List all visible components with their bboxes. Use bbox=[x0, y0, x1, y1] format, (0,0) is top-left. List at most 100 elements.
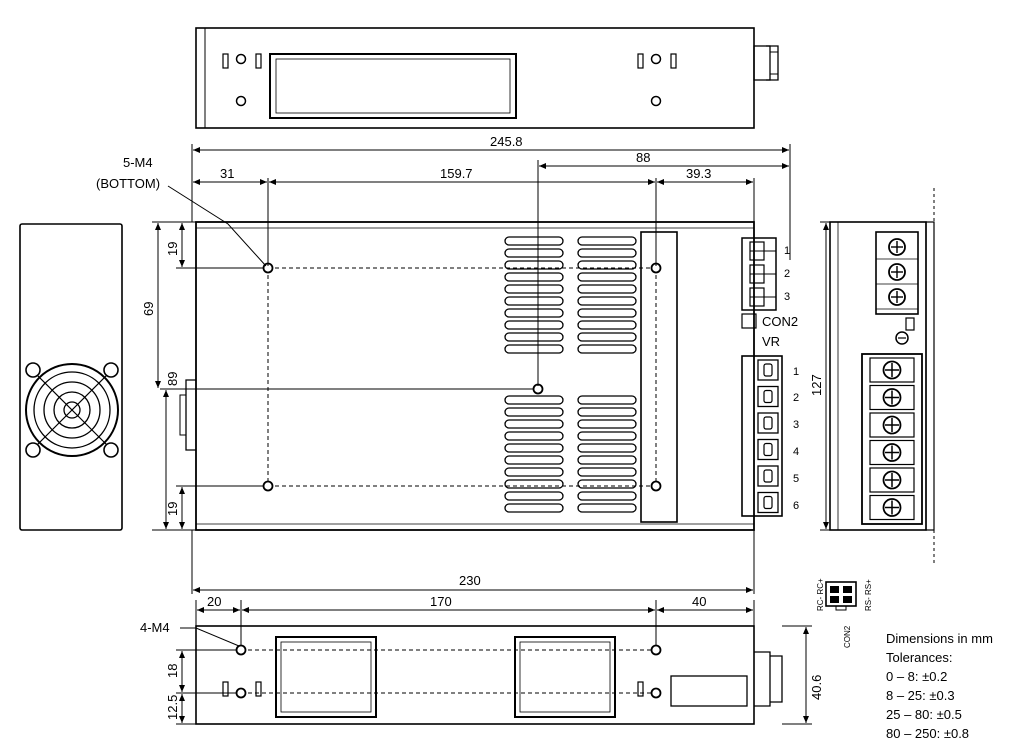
vent-slot bbox=[577, 419, 637, 429]
dim-height: 40.6 bbox=[809, 675, 824, 700]
vent-slot bbox=[577, 479, 637, 489]
dim-bottom-left: 20 bbox=[207, 594, 221, 609]
output-pin-5: 5 bbox=[793, 473, 799, 485]
con2-screw bbox=[888, 263, 906, 281]
vent-slot bbox=[504, 260, 564, 270]
vent-slot bbox=[577, 503, 637, 513]
vent-slot bbox=[504, 467, 564, 477]
vent-slot bbox=[577, 308, 637, 318]
dim-hole-spacing: 159.7 bbox=[440, 166, 473, 181]
vent-slot bbox=[577, 296, 637, 306]
con2-screw bbox=[888, 288, 906, 306]
con2-detail: RC- RC+ RS- RS+ CON2 bbox=[816, 578, 873, 648]
con2-label: CON2 bbox=[762, 314, 798, 329]
vent-slot bbox=[577, 491, 637, 501]
dim-hole-vertical-spacing: 69 bbox=[141, 302, 156, 316]
vent-slot bbox=[504, 395, 564, 405]
vent-slot bbox=[504, 503, 564, 513]
vr-label: VR bbox=[762, 334, 780, 349]
output-cell bbox=[869, 467, 915, 493]
output-screw bbox=[882, 443, 902, 462]
top-view bbox=[195, 27, 779, 129]
dimension-lines bbox=[152, 144, 830, 725]
tolerance-row: 25 – 80: ±0.5 bbox=[886, 707, 962, 722]
vent-slot bbox=[504, 308, 564, 318]
callout-m4-bottom-note: (BOTTOM) bbox=[96, 176, 160, 191]
fan-side-view bbox=[19, 223, 123, 531]
dim-overall-length: 245.8 bbox=[490, 134, 523, 149]
output-terminal-block bbox=[741, 355, 783, 517]
dim-bottom-spacing: 170 bbox=[430, 594, 452, 609]
vent-slot bbox=[504, 443, 564, 453]
con2-pin-labels: 1 2 3 bbox=[784, 245, 790, 303]
dim-bottom-row-b: 12.5 bbox=[165, 695, 180, 720]
terminal-screws-end-view bbox=[869, 238, 918, 521]
output-terminal-screw bbox=[763, 389, 773, 404]
tolerance-row: 8 – 25: ±0.3 bbox=[886, 688, 955, 703]
output-terminal bbox=[757, 385, 779, 408]
tolerance-row: 80 – 250: ±0.8 bbox=[886, 726, 970, 741]
output-terminal bbox=[757, 359, 779, 381]
vent-slot bbox=[577, 431, 637, 441]
output-pin-labels: 1 2 3 4 5 6 bbox=[793, 366, 799, 512]
tolerance-row: 0 – 8: ±0.2 bbox=[886, 669, 948, 684]
output-screw bbox=[882, 388, 902, 407]
vent-slot bbox=[577, 320, 637, 330]
vr-trimmer bbox=[741, 313, 757, 329]
output-pin-2: 2 bbox=[793, 392, 799, 404]
output-terminal bbox=[757, 465, 779, 487]
output-terminal bbox=[757, 412, 779, 434]
main-plan-view bbox=[179, 221, 755, 531]
output-screw bbox=[882, 415, 902, 435]
vent-slot bbox=[577, 284, 637, 294]
vent-slot bbox=[504, 296, 564, 306]
notes-tolerances-label: Tolerances: bbox=[886, 650, 953, 665]
vent-slot bbox=[577, 272, 637, 282]
output-terminal-screw bbox=[763, 469, 773, 483]
con2-screw bbox=[888, 238, 906, 256]
vent-slot bbox=[577, 332, 637, 342]
dim-center-hole-height: 89 bbox=[165, 372, 180, 386]
output-pin-3: 3 bbox=[793, 419, 799, 431]
con2-pin-1: 1 bbox=[784, 245, 790, 257]
output-terminal bbox=[757, 491, 779, 514]
output-pin-6: 6 bbox=[793, 500, 799, 512]
output-terminal-screw bbox=[763, 495, 773, 510]
output-cell bbox=[869, 494, 915, 521]
vent-slot bbox=[504, 284, 564, 294]
bottom-view bbox=[195, 625, 783, 725]
output-terminal-screw bbox=[763, 442, 773, 457]
output-terminal-screw bbox=[763, 363, 773, 377]
output-screw bbox=[882, 470, 902, 490]
vent-slot bbox=[504, 479, 564, 489]
output-cell bbox=[869, 357, 915, 383]
terminal-blocks-plan bbox=[741, 237, 783, 517]
output-terminal bbox=[757, 438, 779, 461]
vent-slot bbox=[504, 272, 564, 282]
output-pin-4: 4 bbox=[793, 446, 799, 458]
dim-body-length: 230 bbox=[459, 573, 481, 588]
con2-detail-caption: CON2 bbox=[843, 625, 852, 648]
dimension-labels: 245.8 88 31 159.7 39.3 230 19 69 89 19 1… bbox=[96, 134, 824, 720]
dim-top-hole-offset: 19 bbox=[165, 242, 180, 256]
vent-slot bbox=[577, 236, 637, 246]
dim-center-hole-offset: 88 bbox=[636, 150, 650, 165]
dim-bottom-right: 40 bbox=[692, 594, 706, 609]
con2-pin-2: 2 bbox=[784, 268, 790, 280]
callout-m4-bottom-count: 5-M4 bbox=[123, 155, 153, 170]
dim-bottom-row-a: 18 bbox=[165, 664, 180, 678]
output-cell bbox=[869, 439, 915, 466]
vent-slot bbox=[504, 419, 564, 429]
vent-slot bbox=[504, 236, 564, 246]
vent-slot bbox=[504, 344, 564, 354]
vent-slot bbox=[577, 407, 637, 417]
vent-slot bbox=[577, 467, 637, 477]
vent-slot bbox=[577, 248, 637, 258]
dim-width: 127 bbox=[809, 374, 824, 396]
vent-slot bbox=[577, 260, 637, 270]
dim-right-hole-offset: 39.3 bbox=[686, 166, 711, 181]
vent-slot bbox=[577, 455, 637, 465]
output-terminal-screw bbox=[763, 416, 773, 430]
vent-slot bbox=[504, 491, 564, 501]
